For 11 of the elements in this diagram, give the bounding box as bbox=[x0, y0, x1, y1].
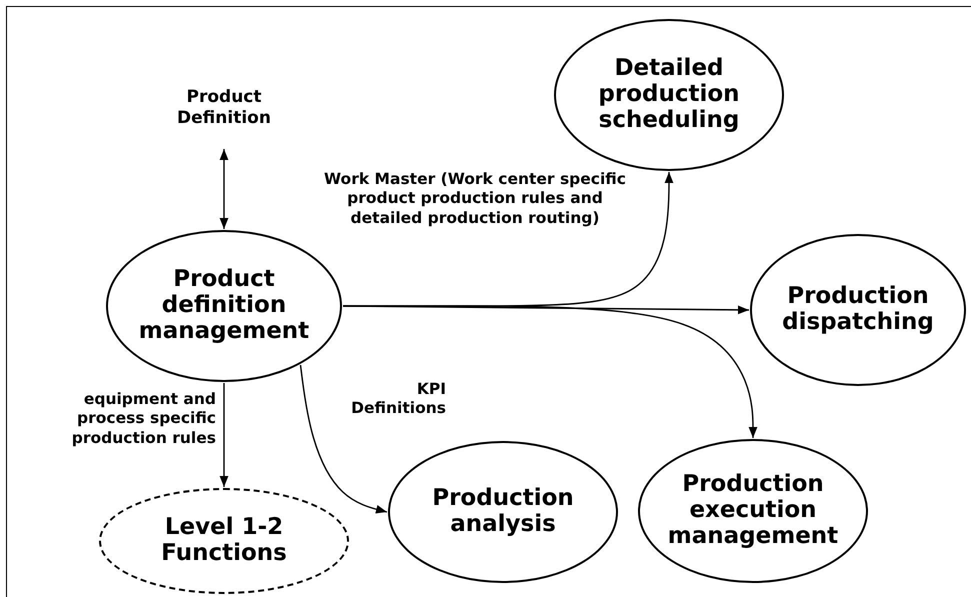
node-text: Production execution management bbox=[666, 472, 840, 550]
node-text: Production dispatching bbox=[781, 284, 935, 336]
arrow bbox=[300, 364, 388, 514]
node-text: Product definition management bbox=[138, 267, 310, 345]
node-text: Detailed production scheduling bbox=[597, 56, 741, 134]
arrow bbox=[343, 305, 758, 438]
node-text: Level 1-2 Functions bbox=[160, 515, 288, 567]
arrow bbox=[220, 383, 228, 487]
arrow bbox=[220, 149, 228, 229]
node-label: Product Definition bbox=[149, 83, 299, 133]
node-text: Production analysis bbox=[431, 486, 575, 538]
